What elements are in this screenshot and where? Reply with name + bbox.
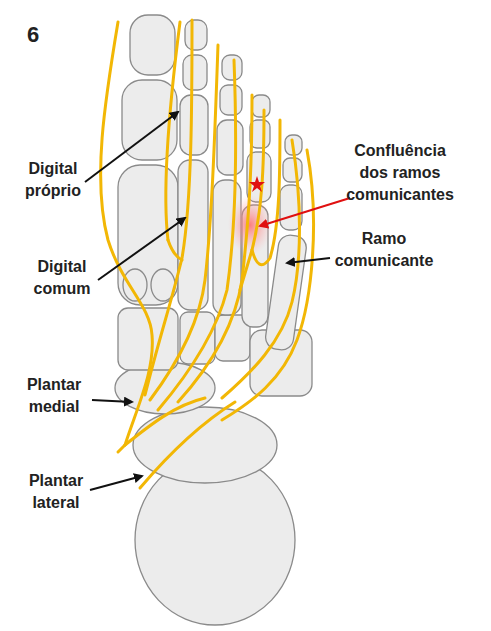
leader-lines [85, 112, 350, 490]
nerve-label: Ramo comunicante [326, 228, 442, 272]
bones [115, 15, 312, 625]
nerve-label: Digital próprio [12, 158, 94, 202]
figure-number: 6 [18, 24, 48, 46]
confluence-star [249, 176, 265, 192]
nerve-label: Digital comum [18, 256, 106, 300]
nerve-label: Confluência dos ramos comunicantes [343, 140, 457, 206]
nerve-label: Plantar medial [12, 374, 96, 418]
nerves [101, 20, 314, 488]
nerve-label: Plantar lateral [14, 470, 98, 514]
